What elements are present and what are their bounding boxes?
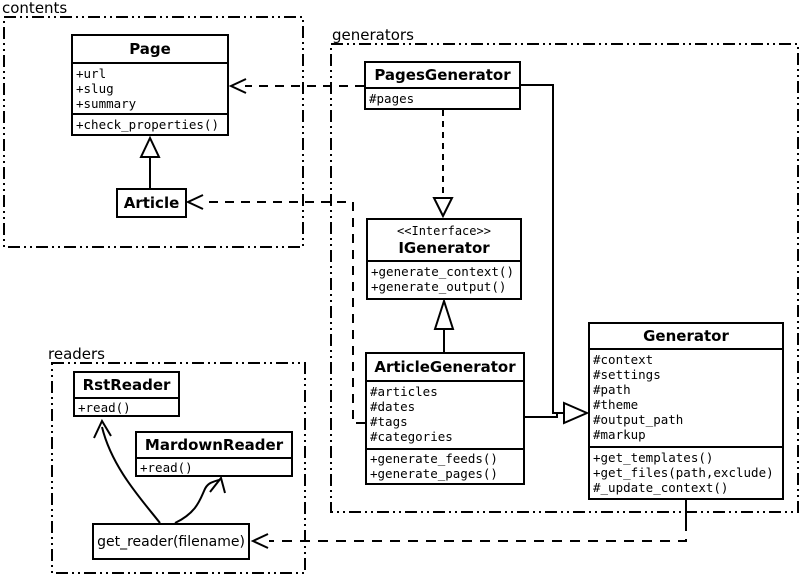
- class-member: +read(): [78, 400, 131, 415]
- edge-article-to-page: [139, 135, 161, 188]
- class-member: +summary: [76, 96, 137, 111]
- class-attributes: +url+slug+summary: [73, 62, 227, 113]
- class-member: +generate_context(): [371, 264, 514, 279]
- class-member: +url: [76, 66, 107, 81]
- package-label-readers: readers: [48, 345, 105, 363]
- class-rstreader: RstReader +read(): [73, 371, 180, 417]
- class-name-igenerator: IGenerator: [398, 238, 490, 257]
- class-generator: Generator #context#settings#path#theme#o…: [588, 322, 784, 500]
- package-label-contents: contents: [2, 0, 68, 17]
- class-member: #pages: [369, 91, 415, 106]
- class-name-articlegenerator: ArticleGenerator: [374, 358, 516, 376]
- function-name-get-reader: get_reader(filename): [97, 533, 245, 550]
- class-member: +slug: [76, 81, 114, 96]
- package-label-generators: generators: [332, 26, 414, 44]
- class-name-pagesgenerator: PagesGenerator: [374, 66, 511, 84]
- package-border-readers: [51, 362, 306, 574]
- class-title: Page: [73, 36, 227, 62]
- class-article: Article: [116, 188, 187, 218]
- class-member: +generate_feeds(): [370, 451, 498, 466]
- class-title: PagesGenerator: [366, 63, 519, 87]
- class-mardownreader: MardownReader +read(): [135, 431, 293, 477]
- class-attributes: #context#settings#path#theme#output_path…: [590, 348, 782, 446]
- class-title: <<Interface>> IGenerator: [368, 220, 520, 260]
- class-member: #settings: [593, 367, 661, 382]
- edge-pagesgenerator-to-page: [228, 78, 364, 94]
- edge-getreader-to-rstreader: [93, 418, 161, 524]
- edge-getreader-to-mardownreader: [174, 475, 226, 524]
- class-member: #path: [593, 382, 631, 397]
- class-name-rstreader: RstReader: [82, 376, 171, 394]
- class-name-generator: Generator: [643, 327, 729, 345]
- class-name-page: Page: [129, 40, 171, 58]
- class-methods: +read(): [137, 457, 291, 475]
- class-member: #markup: [593, 427, 646, 442]
- class-member: #categories: [370, 429, 453, 444]
- class-name-article: Article: [123, 194, 180, 212]
- class-attributes: #articles#dates#tags#categories: [367, 380, 523, 448]
- class-member: +read(): [140, 460, 193, 475]
- class-member: #context: [593, 352, 654, 367]
- class-title: Generator: [590, 324, 782, 348]
- edge-generator-to-getreader: [250, 500, 687, 549]
- class-title: ArticleGenerator: [367, 354, 523, 380]
- edge-articlegenerator-to-igenerator: [433, 297, 455, 352]
- edge-generators-to-generator: [521, 84, 590, 425]
- package-border-contents: [3, 16, 304, 248]
- class-methods: +generate_feeds()+generate_pages(): [367, 448, 523, 483]
- class-member: #output_path: [593, 412, 684, 427]
- class-member: +check_properties(): [76, 117, 219, 132]
- class-articlegenerator: ArticleGenerator #articles#dates#tags#ca…: [365, 352, 525, 485]
- class-member: #tags: [370, 414, 408, 429]
- class-member: #theme: [593, 397, 639, 412]
- class-member: +generate_pages(): [370, 466, 498, 481]
- edge-pagesgenerator-to-igenerator: [432, 110, 454, 219]
- class-methods: +generate_context()+generate_output(): [368, 260, 520, 298]
- class-name-mardownreader: MardownReader: [144, 436, 284, 454]
- edge-articlegenerator-to-article: [185, 194, 365, 424]
- class-member: +generate_output(): [371, 279, 507, 294]
- class-attributes: #pages: [366, 87, 519, 108]
- class-title: MardownReader: [137, 433, 291, 457]
- class-page: Page +url+slug+summary +check_properties…: [71, 34, 229, 136]
- class-pagesgenerator: PagesGenerator #pages: [364, 61, 521, 110]
- class-methods: +get_templates()+get_files(path,exclude)…: [590, 446, 782, 498]
- package-border-generators: [330, 43, 799, 513]
- class-member: +get_templates(): [593, 450, 714, 465]
- class-member: #dates: [370, 399, 416, 414]
- class-member: #_update_context(): [593, 480, 729, 495]
- class-member: #articles: [370, 384, 438, 399]
- class-igenerator: <<Interface>> IGenerator +generate_conte…: [366, 218, 522, 300]
- class-stereotype: <<Interface>>: [397, 223, 491, 238]
- class-methods: +check_properties(): [73, 113, 227, 134]
- class-member: +get_files(path,exclude): [593, 465, 774, 480]
- function-box-get-reader: get_reader(filename): [92, 523, 250, 560]
- class-title: Article: [118, 190, 185, 216]
- class-title: RstReader: [75, 373, 178, 397]
- class-methods: +read(): [75, 397, 178, 415]
